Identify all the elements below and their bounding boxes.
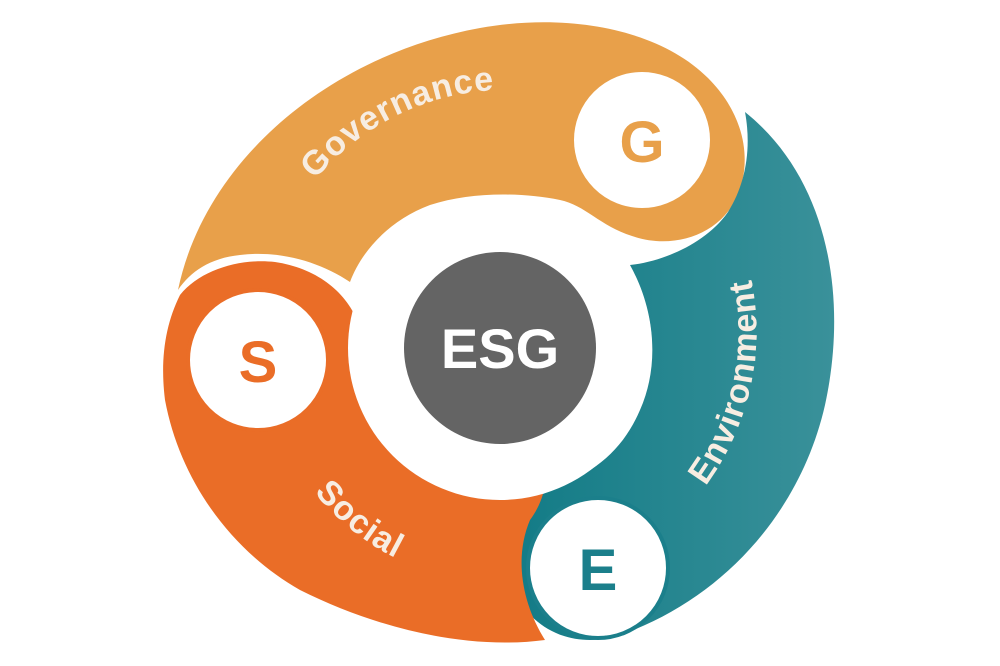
governance-badge-ring bbox=[570, 68, 714, 212]
environment-badge bbox=[528, 498, 668, 638]
social-badge bbox=[188, 290, 328, 430]
governance-letter: G bbox=[619, 110, 664, 175]
social-segment: S Social bbox=[163, 261, 546, 643]
center-circle bbox=[404, 252, 596, 444]
environment-letter: E bbox=[579, 538, 618, 603]
governance-segment: G Governance bbox=[178, 22, 745, 291]
environment-badge-ring bbox=[526, 496, 670, 640]
environment-segment: E Environment bbox=[510, 112, 835, 640]
governance-badge bbox=[572, 70, 712, 210]
social-letter: S bbox=[239, 330, 278, 395]
social-badge-ring bbox=[186, 288, 330, 432]
center-label: ESG bbox=[441, 317, 559, 380]
